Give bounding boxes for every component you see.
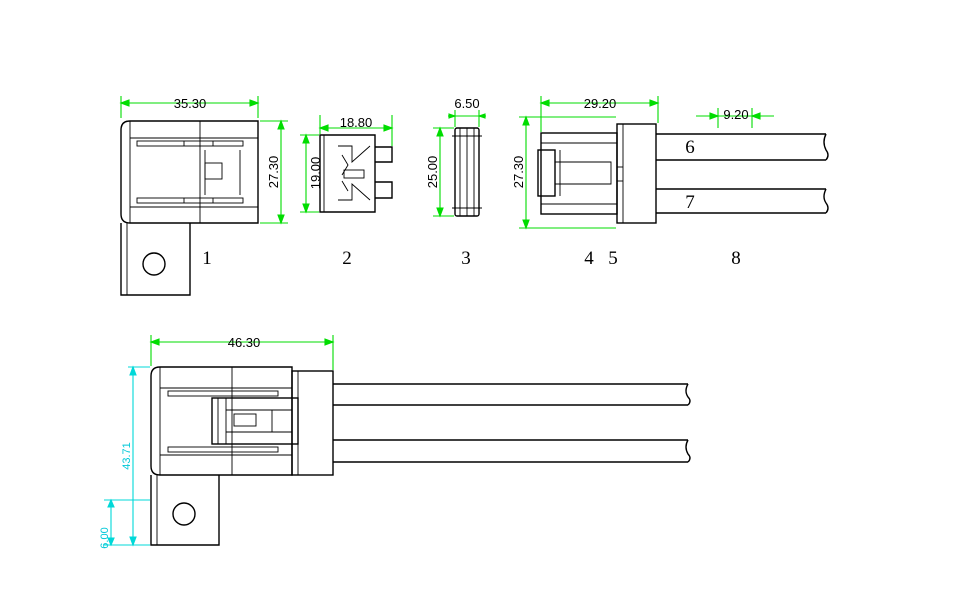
part-number-1: 1 — [202, 248, 212, 269]
dim-part45-height: 27.30 — [511, 156, 526, 189]
part-45-width-dimension: 29.20 — [539, 96, 660, 132]
dim-part3-width: 6.50 — [454, 96, 479, 111]
dim-part1-width: 35.30 — [174, 96, 207, 111]
dim-part2-width: 18.80 — [340, 115, 373, 130]
assembly-width-dimension: 46.30 — [149, 335, 335, 370]
assembly-drawing — [150, 366, 334, 546]
assembly-wires — [333, 383, 691, 463]
part-number-2: 2 — [342, 248, 352, 269]
assembly-height-dimension: 43.71 — [104, 365, 150, 547]
part-number-7: 7 — [685, 192, 695, 213]
dim-assembly-height: 43.71 — [121, 442, 133, 470]
part-1-drawing — [120, 120, 259, 296]
dim-part1-height: 27.30 — [266, 156, 281, 189]
wires-6-7-drawing — [656, 133, 829, 214]
dim-hole-offset: 6.00 — [99, 527, 111, 548]
part-1-height-dimension: 27.30 — [260, 119, 288, 225]
part-3-height-dimension: 25.00 — [425, 126, 454, 218]
dim-part45-width: 29.20 — [584, 96, 617, 111]
part-number-5: 5 — [608, 248, 618, 269]
part-4-5-drawing — [537, 123, 657, 224]
part-number-3: 3 — [461, 248, 471, 269]
part-3-drawing — [452, 127, 482, 217]
hole-offset-dimension: 6.00 — [99, 498, 150, 549]
dim-part2-height: 19.00 — [308, 157, 323, 190]
part-1-width-dimension: 35.30 — [119, 96, 260, 118]
dim-wire-spacing: 9.20 — [723, 107, 748, 122]
part-2-drawing — [319, 134, 393, 213]
part-45-height-dimension: 27.30 — [511, 115, 616, 230]
part-3-width-dimension: 6.50 — [448, 96, 486, 127]
part-number-4: 4 — [584, 248, 594, 269]
dim-part3-height: 25.00 — [425, 156, 440, 189]
part-number-6: 6 — [685, 137, 695, 158]
part-number-8: 8 — [731, 248, 741, 269]
part-2-width-dimension: 18.80 — [318, 115, 394, 146]
part-2-height-dimension: 19.00 — [300, 133, 323, 214]
wire-spacing-dimension: 9.20 — [696, 107, 774, 128]
dim-assembly-width: 46.30 — [228, 335, 261, 350]
